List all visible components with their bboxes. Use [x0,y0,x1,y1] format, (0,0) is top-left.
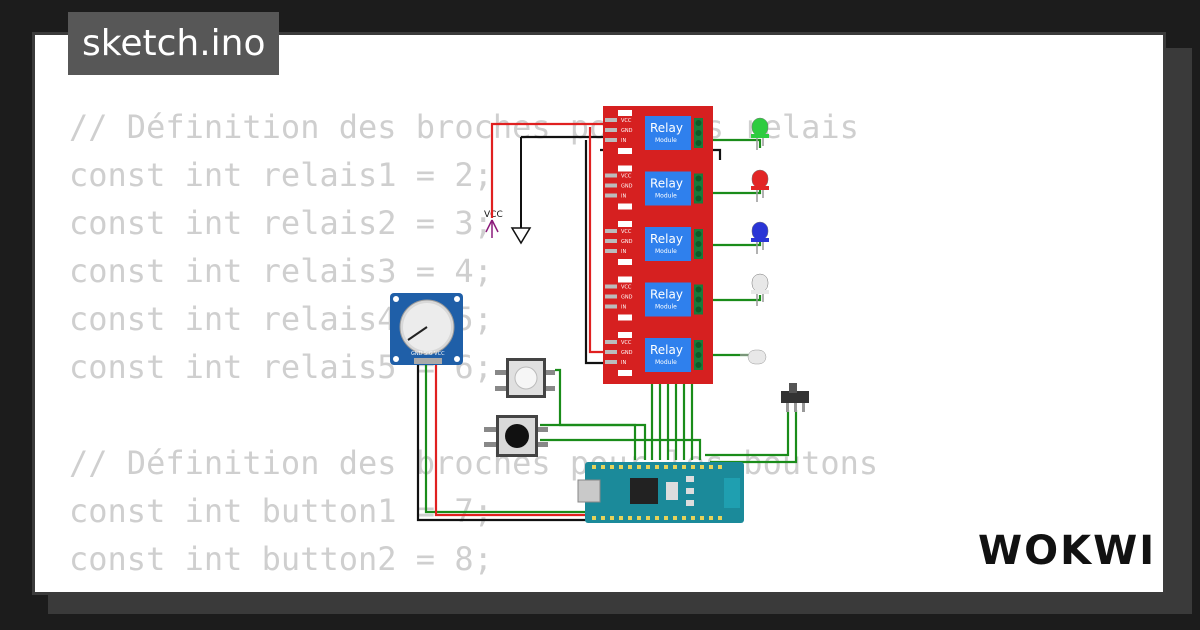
relay-pin-label: GND [621,128,633,134]
relay-pin-label: IN [621,249,626,255]
relay-pin-label: IN [621,360,626,366]
code-line: const int relais3 = 4; [69,252,493,290]
code-line: const int relais2 = 3; [69,204,493,242]
sketch-title: sketch.ino [68,12,280,75]
relay-pin-label: IN [621,305,626,311]
code-line: const int relais5 = 6; [69,348,493,386]
relay-pin-label: VCC [621,340,632,346]
relay-pin-label: GND [621,295,633,301]
led [751,273,769,306]
relay-label: Relay [650,343,683,357]
led [751,117,769,150]
relay-pin-label: GND [621,184,633,190]
relay-pin-label: VCC [621,118,632,124]
vcc-label: VCC [484,210,503,220]
wokwi-logo: WOKWI [978,528,1157,574]
relay-pin-label: GND [621,239,633,245]
code-line: const int button1 = 7; [69,492,493,530]
relay-pin-label: VCC [621,285,632,291]
relay-pin-label: VCC [621,229,632,235]
relay-sublabel: Module [655,137,677,144]
relay-sublabel: Module [655,193,677,200]
relay-label: Relay [650,232,683,246]
relay-label: Relay [650,177,683,191]
slide-switch [781,383,809,412]
relay-sublabel: Module [655,248,677,255]
vcc-symbol: VCC [484,210,503,238]
code-line: const int relais1 = 2; [69,156,493,194]
pushbutton-black [484,415,548,457]
relay-sublabel: Module [655,304,677,311]
led [751,221,769,254]
relay-label: Relay [650,288,683,302]
relay-stack: RelayModuleVCCGNDINRelayModuleVCCGNDINRe… [603,106,713,384]
relay-pin-label: GND [621,350,633,356]
ground-symbol [510,137,532,245]
pushbutton-white [495,358,555,398]
arduino-nano [577,462,744,523]
led [751,169,769,202]
relay-pin-label: IN [621,138,626,144]
pot-pin-labels: GND SIG VCC [411,351,445,357]
code-line: const int relais4 = 5; [69,300,493,338]
code-line: const int button3 = 9; [69,583,878,592]
potentiometer: GND SIG VCC [390,293,463,365]
relay-pin-label: VCC [621,174,632,180]
led [740,349,767,365]
relay-pin-label: IN [621,194,626,200]
code-line: const int button2 = 8; [69,540,493,578]
relay-sublabel: Module [655,359,677,366]
relay-label: Relay [650,121,683,135]
led-column [740,117,769,365]
